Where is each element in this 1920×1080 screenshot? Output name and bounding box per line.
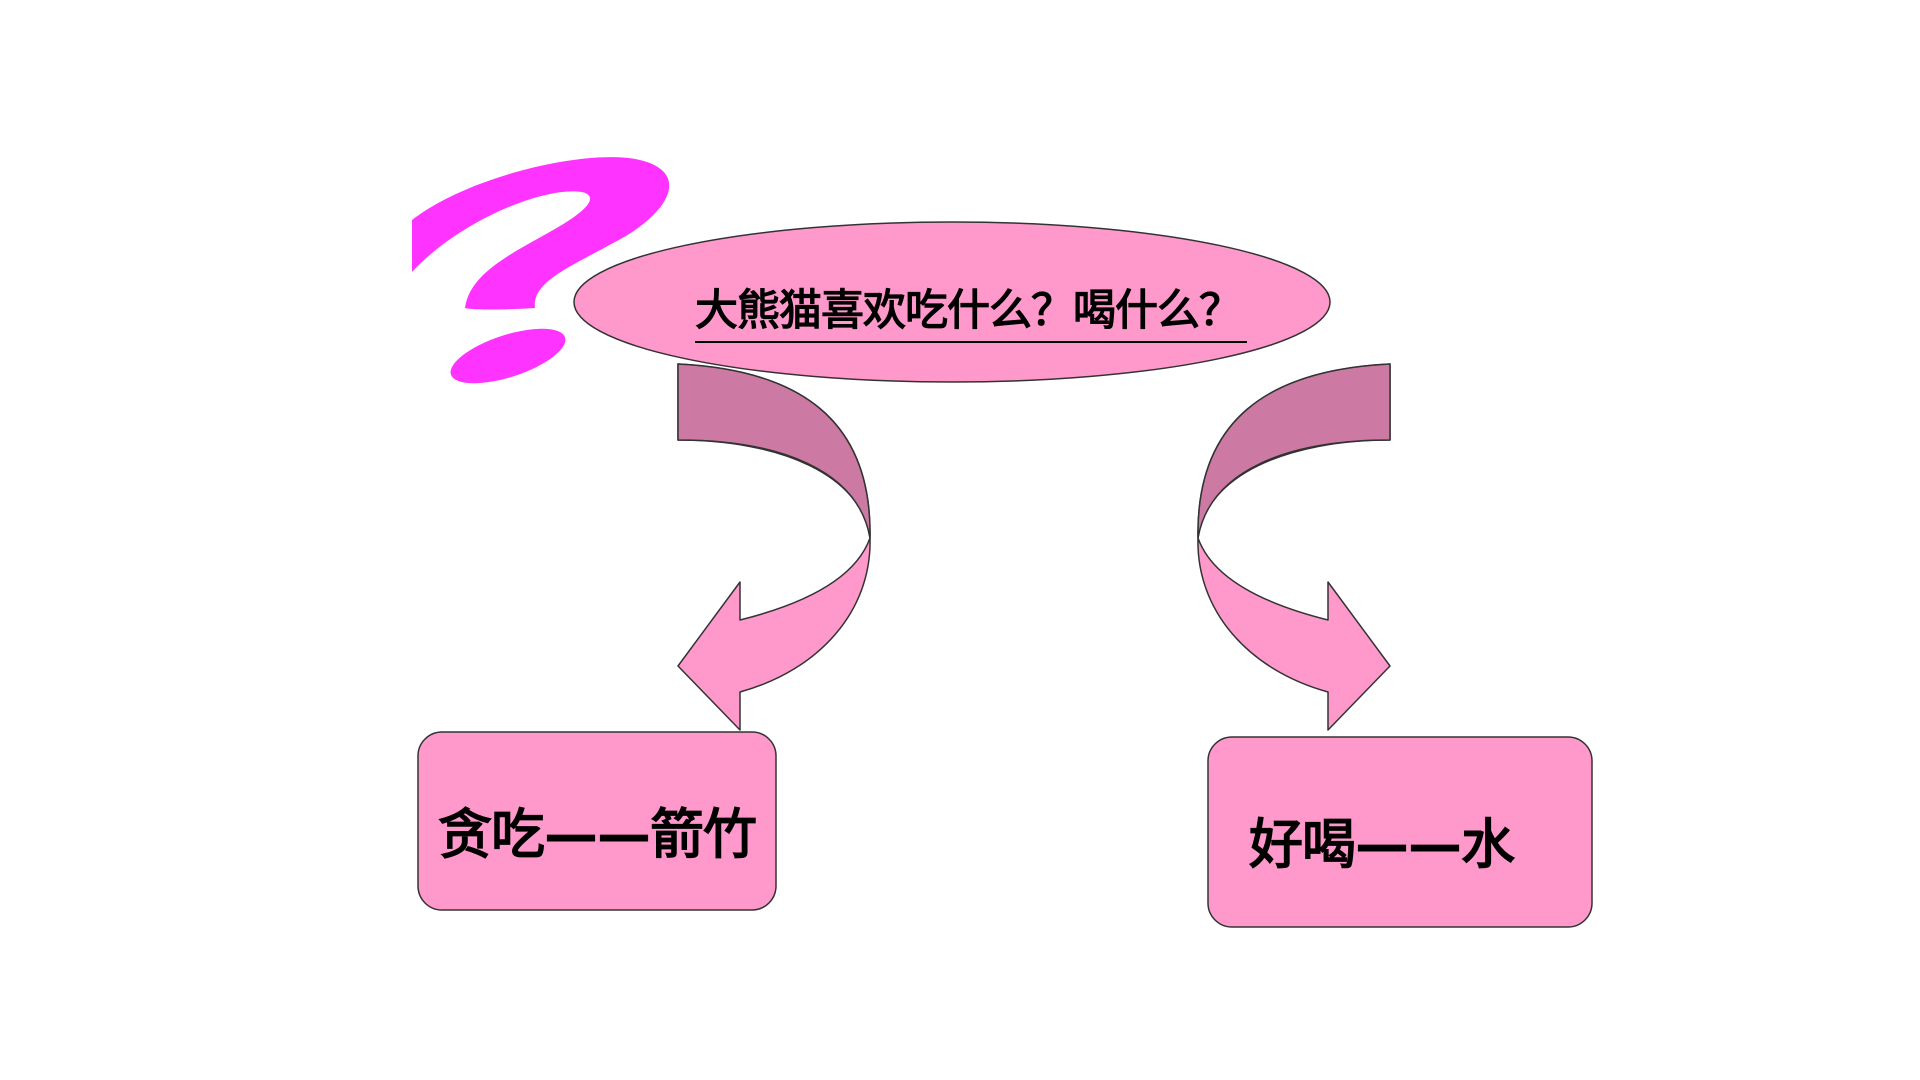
right-curved-arrow [1197,363,1391,731]
question-title: 大熊猫喜欢吃什么？喝什么？ [695,276,1247,343]
right-answer-box [1207,736,1593,928]
left-answer-box [417,731,777,911]
answer-left-label: 贪吃——箭竹 [438,803,757,866]
question-mark-icon [412,157,670,384]
left-curved-arrow [677,363,871,731]
answer-right-label: 好喝——水 [1249,813,1515,876]
